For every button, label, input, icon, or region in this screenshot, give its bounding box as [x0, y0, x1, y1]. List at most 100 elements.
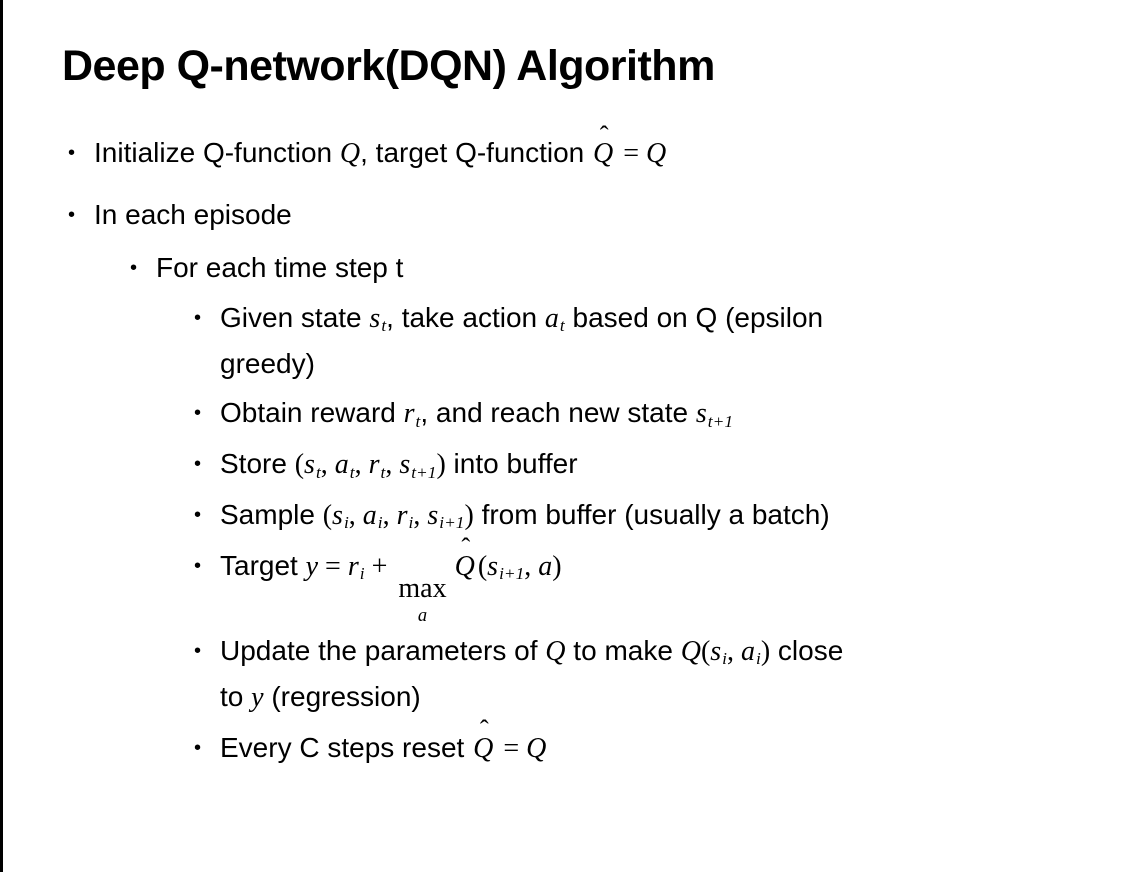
- text-run: Given state: [220, 301, 370, 333]
- text-run: For each time step t: [156, 252, 404, 284]
- math-var: st+1: [399, 449, 437, 482]
- math-subscript: t: [349, 462, 355, 482]
- math-var: Q: [680, 636, 701, 668]
- math-var: Q: [339, 138, 361, 170]
- math-var: rt: [368, 449, 386, 482]
- math-operator: =: [496, 732, 527, 764]
- bullet-marker-icon: •: [194, 504, 202, 527]
- math-operator: =: [318, 550, 348, 582]
- math-var: y: [251, 681, 264, 713]
- math-operator: ): [760, 636, 771, 668]
- text-run: to make: [565, 635, 681, 667]
- math-var: rt: [403, 398, 421, 431]
- math-operator: (: [322, 500, 333, 532]
- bullet-item: •Initialize Q-function Q, target Q-funct…: [68, 119, 1124, 177]
- math-subscript: t+1: [707, 411, 734, 431]
- bullet-marker-icon: •: [68, 204, 76, 227]
- hat-accent-icon: ˆ: [599, 119, 609, 150]
- bullet-item: • Sample (si, ai, ri, si+1) from buffer (…: [194, 493, 1124, 539]
- math-operator: ,: [413, 500, 428, 532]
- text-run: to: [220, 680, 252, 712]
- math-var: ai: [362, 500, 383, 533]
- math-var: Q: [545, 636, 566, 668]
- math-operator: +: [364, 550, 395, 582]
- math-subscript: t: [315, 462, 321, 482]
- math-var: at: [544, 302, 565, 336]
- bullet-marker-icon: •: [194, 554, 202, 577]
- math-operator: (: [700, 636, 711, 668]
- math-var: y: [305, 550, 319, 582]
- math-subscript: t: [415, 411, 421, 431]
- math-operator: ,: [727, 636, 741, 668]
- text-run: from buffer (usually a batch): [473, 499, 830, 531]
- math-var: si+1: [487, 550, 525, 584]
- math-operator: ): [552, 550, 562, 582]
- bullet-text: Sample (si, ai, ri, si+1) from buffer (u…: [220, 493, 1084, 539]
- math-var: si: [332, 500, 349, 533]
- math-operator: (: [294, 449, 305, 481]
- math-operator: ,: [320, 449, 335, 481]
- math-var: ri: [347, 550, 365, 584]
- math-subscript: t: [380, 462, 386, 482]
- math-operator: =: [616, 138, 647, 170]
- math-var: Q: [646, 138, 667, 170]
- text-run: Initialize Q-function: [94, 137, 340, 169]
- math-subscript: i: [377, 513, 383, 533]
- math-operator: ): [464, 500, 474, 532]
- text-run: In each episode: [94, 199, 292, 231]
- text-run: , and reach new state: [420, 397, 696, 429]
- math-subscript: t: [381, 316, 387, 336]
- bullet-text: Initialize Q-function Q, target Q-functi…: [94, 119, 1084, 177]
- hat-accent-icon: ˆ: [479, 714, 489, 745]
- text-run: , take action: [386, 301, 545, 333]
- math-var: at: [334, 449, 355, 482]
- math-subscript: i+1: [439, 513, 465, 533]
- math-operator: ,: [382, 500, 397, 532]
- math-var: si+1: [427, 500, 465, 533]
- text-run: , target Q-function: [360, 137, 593, 169]
- math-subscript: t: [559, 316, 565, 336]
- math-var: ai: [741, 636, 761, 669]
- bullet-text: Store (st, at, rt, st+1) into buffer: [220, 442, 1084, 488]
- bullet-item: • For each time step t: [130, 246, 1124, 291]
- max-label: max: [398, 572, 447, 604]
- max-under-var: a: [417, 604, 428, 625]
- math-subscript: i: [722, 649, 727, 669]
- math-subscript: i+1: [499, 564, 525, 584]
- text-run: close: [770, 635, 844, 667]
- math-var: st: [369, 302, 387, 336]
- math-subscript: i: [343, 513, 349, 533]
- bullet-text: In each episode: [94, 193, 1084, 238]
- math-subscript: i: [408, 513, 414, 533]
- text-run: greedy): [220, 347, 315, 379]
- math-operator: (: [477, 550, 488, 582]
- bullet-item: • In each episode: [68, 193, 1124, 238]
- bullet-marker-icon: •: [194, 640, 202, 663]
- math-var: ri: [396, 500, 414, 533]
- math-subscript: t+1: [411, 462, 437, 482]
- text-run: based on Q (epsilon: [564, 301, 824, 333]
- math-var: si: [710, 636, 727, 669]
- bullet-text: Given state st, take action at based on …: [220, 296, 1084, 387]
- math-operator: ): [436, 449, 446, 481]
- math-subscript: i: [359, 564, 365, 584]
- text-run: into buffer: [445, 448, 578, 480]
- math-operator: ,: [385, 449, 400, 481]
- text-run: Update the parameters of: [220, 635, 546, 667]
- math-var: a: [538, 550, 553, 582]
- bullet-marker-icon: •: [194, 736, 202, 759]
- bullet-item: •Given state st, take action at based on…: [194, 296, 1124, 387]
- bullet-marker-icon: •: [130, 257, 138, 280]
- text-run: Sample: [220, 499, 323, 531]
- hat-accent-icon: ˆ: [461, 532, 471, 563]
- bullet-text: Update the parameters of Q to make Q(si,…: [220, 629, 1084, 721]
- text-run: Obtain reward: [220, 397, 404, 429]
